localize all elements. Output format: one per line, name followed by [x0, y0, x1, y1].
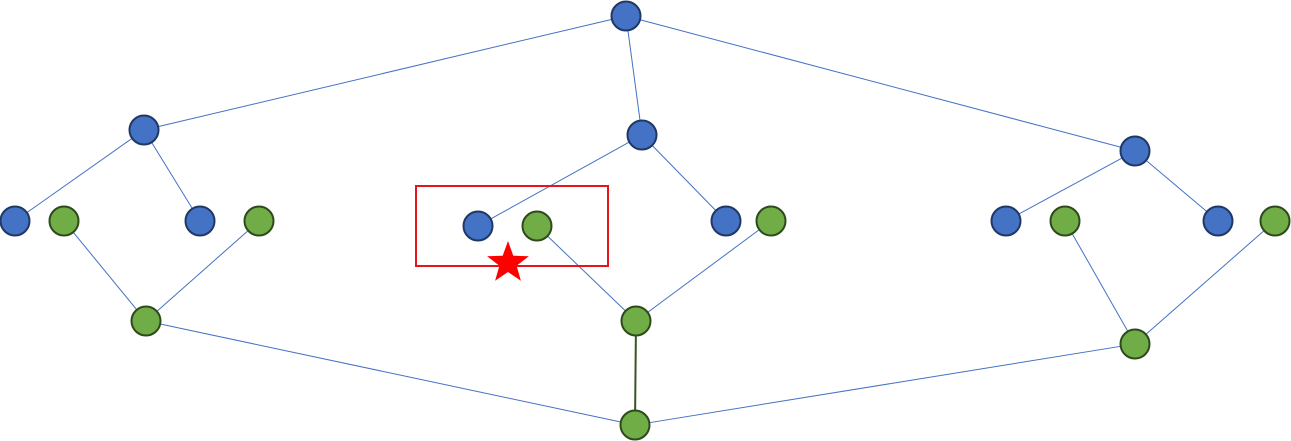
- edge-g-m-g-mr: [647, 229, 760, 313]
- blue-node-root: [610, 0, 642, 32]
- blue-node-mr: [710, 205, 742, 237]
- green-node-m: [620, 305, 652, 337]
- edge-g-m-g-ml: [547, 235, 626, 312]
- edge-b-root-b-r: [639, 19, 1122, 148]
- edge-b-l-b-ll: [26, 137, 133, 214]
- edge-g-root-g-r: [649, 345, 1121, 424]
- edge-b-r-b-rl: [1018, 157, 1123, 215]
- edge-b-m-b-ml: [490, 141, 630, 220]
- green-node-root: [619, 409, 651, 441]
- green-node-r: [1119, 328, 1151, 360]
- blue-node-rr: [1202, 205, 1234, 237]
- edge-g-root-g-m: [634, 335, 637, 411]
- edges-layer: [26, 18, 1265, 424]
- edge-b-r-b-rr: [1145, 159, 1208, 213]
- edge-b-root-b-m: [627, 30, 641, 121]
- edge-b-m-b-mr: [651, 145, 717, 211]
- blue-node-m: [626, 119, 658, 151]
- blue-node-r: [1119, 135, 1151, 167]
- edge-b-l-b-lr: [151, 142, 193, 209]
- edge-g-r-g-rl: [1071, 233, 1129, 332]
- star-icon: [487, 241, 529, 281]
- blue-node-l: [128, 114, 160, 146]
- blue-node-lr: [184, 205, 216, 237]
- green-node-l: [130, 305, 162, 337]
- edge-b-root-b-l: [157, 18, 613, 128]
- green-node-ll: [48, 205, 80, 237]
- edge-g-root-g-l: [160, 323, 621, 423]
- blue-node-rl: [990, 205, 1022, 237]
- blue-node-ll: [0, 205, 31, 237]
- green-node-rr: [1259, 205, 1291, 237]
- edge-g-l-g-lr: [156, 230, 249, 312]
- green-node-mr: [755, 205, 787, 237]
- blue-node-ml: [462, 210, 494, 242]
- edge-g-l-g-ll: [72, 231, 138, 311]
- green-node-rl: [1049, 205, 1081, 237]
- green-node-lr: [243, 205, 275, 237]
- edge-g-r-g-rr: [1145, 230, 1265, 335]
- green-node-ml: [521, 210, 553, 242]
